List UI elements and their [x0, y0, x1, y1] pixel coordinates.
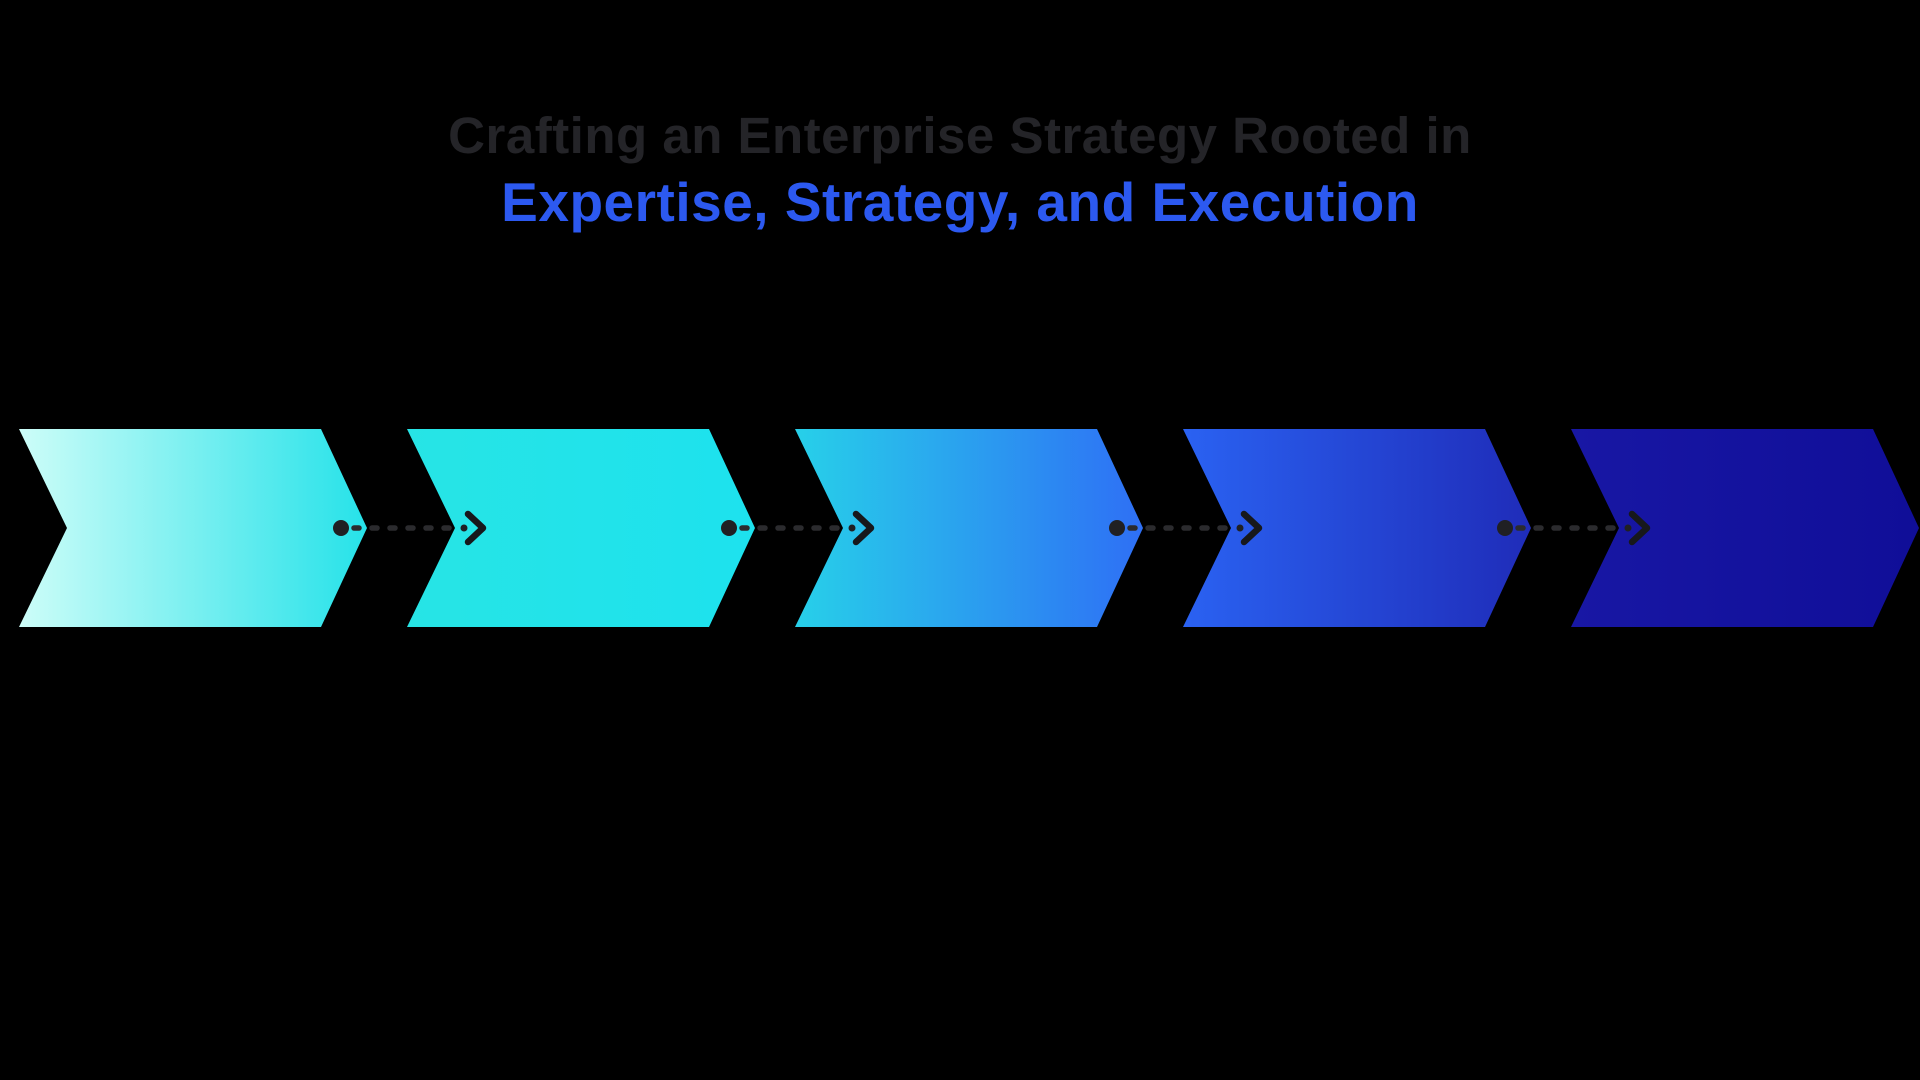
- connector-start-dot: [721, 520, 737, 536]
- connector-arrowhead-icon: [852, 510, 875, 546]
- connector-1: [333, 510, 487, 546]
- connector-arrowhead-icon: [464, 510, 487, 546]
- chevron-step-4: [1183, 429, 1531, 627]
- title-line-1: Crafting an Enterprise Strategy Rooted i…: [448, 107, 1472, 164]
- connector-arrowhead-icon: [1240, 510, 1263, 546]
- chevron-step-2: [407, 429, 755, 627]
- connector-end-dot: [1236, 524, 1244, 532]
- connector-start-dot: [1109, 520, 1125, 536]
- connector-start-dot: [1497, 520, 1513, 536]
- connector-end-dot: [1624, 524, 1632, 532]
- chevron-step-3: [795, 429, 1143, 627]
- connector-3: [1109, 510, 1263, 546]
- chevron-step-1: [19, 429, 367, 627]
- page-title: Crafting an Enterprise Strategy Rooted i…: [0, 110, 1920, 230]
- chevron-step-5: [1571, 429, 1919, 627]
- connector-end-dot: [460, 524, 468, 532]
- connector-start-dot: [333, 520, 349, 536]
- connector-4: [1497, 510, 1651, 546]
- connector-end-dot: [848, 524, 856, 532]
- connector-arrowhead-icon: [1628, 510, 1651, 546]
- connector-2: [721, 510, 875, 546]
- title-line-2: Expertise, Strategy, and Execution: [501, 171, 1419, 233]
